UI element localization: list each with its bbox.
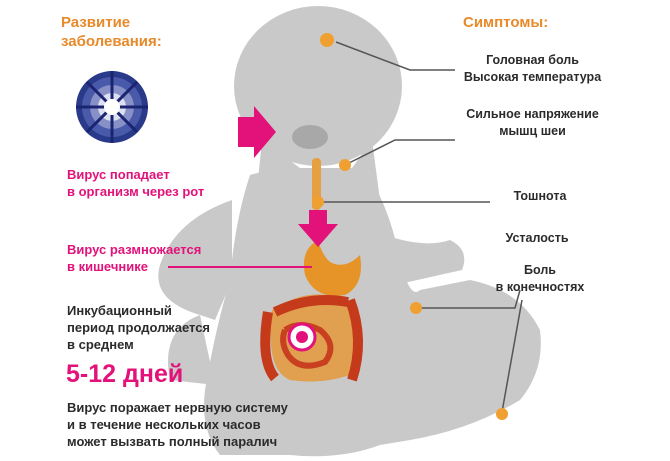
symptom-headache: Головная боль [486,53,579,67]
paralysis-line2: и в течение нескольких часов [67,417,261,432]
virus-multiplies-line2: в кишечнике [67,259,148,274]
symptom-nausea: Тошнота [513,189,567,203]
symptom-dots [312,33,508,420]
symptom-connectors [318,41,523,413]
incubation-line1: Инкубационный [67,303,172,318]
symptom-fever: Высокая температура [463,70,602,84]
virus-icon [76,71,148,143]
symptoms-title: Симптомы: [463,14,549,31]
infection-target-icon [287,322,317,352]
symptom-neck-line1: Сильное напряжение [466,107,599,121]
paralysis-label: Вирус поражает нервную систему и в течен… [67,399,288,450]
stomach [303,240,361,296]
symptom-neck-line2: мышц шеи [499,124,566,138]
development-title-line1: Развитие [61,14,131,31]
paralysis-line1: Вирус поражает нервную систему [67,400,288,415]
symptom-neck-label: Сильное напряжение мышц шеи [455,106,610,140]
arrow-into-mouth [238,106,276,158]
incubation-label: Инкубационный период продолжается в сред… [67,302,210,353]
symptom-limbs-label: Боль в конечностях [470,262,610,296]
paralysis-line3: может вызвать полный паралич [67,434,278,449]
virus-enters-label: Вирус попадает в организм через рот [67,166,204,200]
symptom-limbs-line1: Боль [524,263,556,277]
development-title-line2: заболевания: [61,33,162,50]
mouth [292,125,328,149]
virus-multiplies-label: Вирус размножается в кишечнике [67,241,201,275]
virus-enters-line2: в организм через рот [67,184,205,199]
virus-enters-line1: Вирус попадает [67,167,170,182]
incubation-days: 5-12 дней [66,360,184,388]
virus-multiplies-line1: Вирус размножается [67,242,202,257]
development-title: Развитие заболевания: [61,13,162,51]
child-silhouette [158,6,541,457]
symptom-limbs-line2: в конечностях [495,280,585,294]
arrow-down-to-stomach [298,210,338,247]
incubation-line2: период продолжается [67,320,211,335]
incubation-line3: в среднем [67,337,134,352]
symptom-fatigue: Усталость [505,231,569,245]
symptom-head-label: Головная боль Высокая температура [455,52,610,86]
